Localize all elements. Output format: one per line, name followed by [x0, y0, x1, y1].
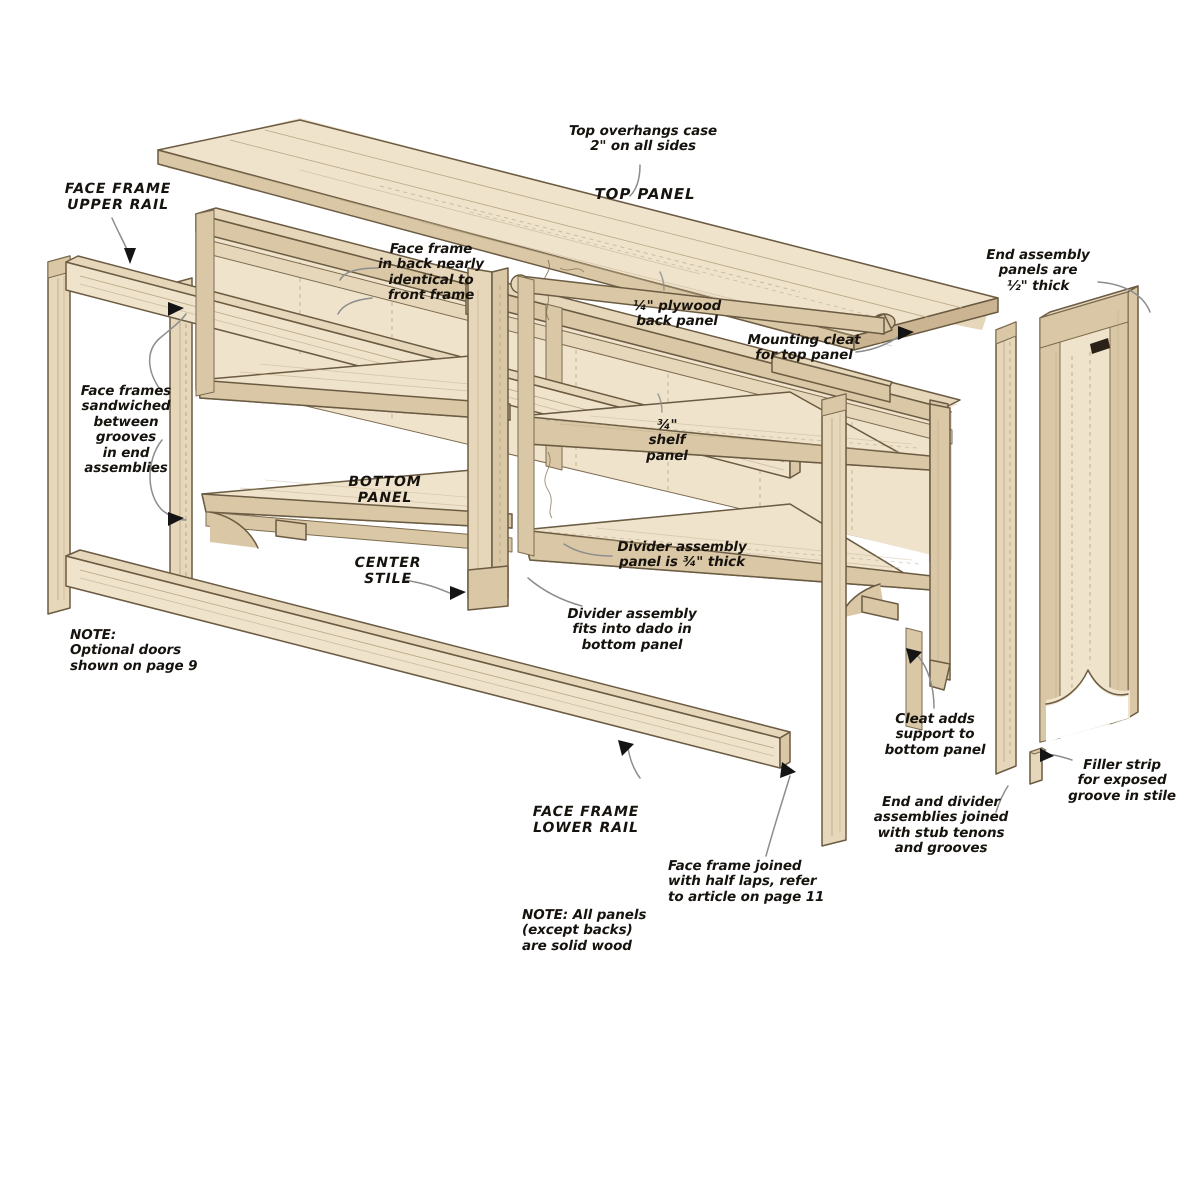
label-mounting-cleat: Mounting cleat for top panel [747, 332, 861, 364]
label-top-panel: TOP PANEL [594, 185, 696, 203]
case-interior-group [195, 209, 951, 847]
label-face-frame-upper-rail: FACE FRAME UPPER RAIL [64, 181, 172, 213]
label-end-assembly-thickness: End assembly panels are ½" thick [986, 247, 1090, 294]
label-plywood-back-panel: ¼" plywood back panel [632, 298, 722, 330]
label-shelf-panel: ¾" shelf panel [646, 417, 688, 464]
top-panel-group [157, 118, 999, 351]
label-face-frame-lower-rail: FACE FRAME LOWER RAIL [532, 804, 640, 836]
label-center-stile: CENTER STILE [354, 555, 422, 587]
label-stub-tenons: End and divider assemblies joined with s… [873, 794, 1009, 857]
detached-end-assembly-group [1039, 285, 1139, 743]
label-note-doors: NOTE: Optional doors shown on page 9 [70, 627, 198, 674]
label-divider-dado: Divider assembly fits into dado in botto… [567, 606, 697, 653]
filler-strip-piece-group [1029, 747, 1047, 785]
label-cleat-support: Cleat adds support to bottom panel [884, 711, 986, 758]
label-face-frame-back: Face frame in back nearly identical to f… [378, 241, 484, 304]
label-bottom-panel: BOTTOM PANEL [348, 474, 422, 506]
label-filler-strip: Filler strip for exposed groove in stile [1068, 757, 1176, 804]
label-note-panels: NOTE: All panels (except backs) are soli… [522, 907, 647, 954]
label-face-frames-sandwiched: Face frames sandwiched between grooves i… [80, 383, 172, 476]
detached-filler-stile-group [995, 320, 1020, 775]
leader-lines [111, 164, 1151, 857]
label-divider-thickness: Divider assembly panel is ¾" thick [617, 539, 747, 571]
label-half-laps: Face frame joined with half laps, refer … [668, 858, 825, 905]
label-top-overhang: Top overhangs case 2" on all sides [568, 123, 718, 155]
